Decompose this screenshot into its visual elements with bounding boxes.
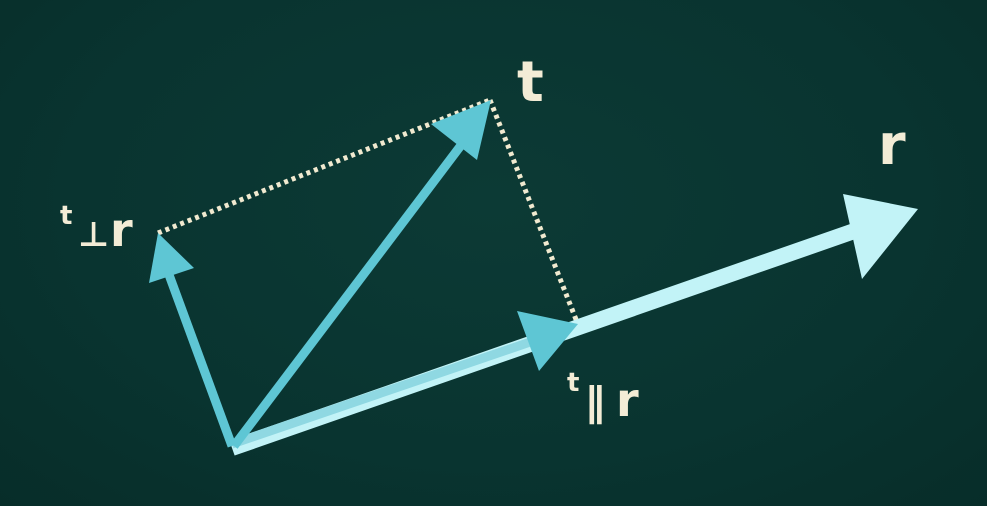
guide-line-right [487,99,580,323]
vector-t-perp-r-arrow [149,233,237,448]
label-t-perp-r-symbol: ⊥ [78,215,109,255]
label-t-perp-r-main: r [110,203,133,257]
vector-t-parallel-r-arrow [230,311,578,449]
label-t-par-r-sub: t [567,368,579,398]
label-t-perp-r-sub: t [60,201,72,231]
label-t-par-r-main: r [616,373,639,427]
guide-line-top [157,97,491,236]
label-t: t [517,50,544,115]
label-r: r [878,113,906,178]
label-t-par-r-symbol: ∥ [585,380,605,426]
label-t-par-r: t ∥ r [567,368,639,427]
label-t-perp-r: t ⊥ r [60,201,133,257]
vector-t-arrow [230,100,491,449]
